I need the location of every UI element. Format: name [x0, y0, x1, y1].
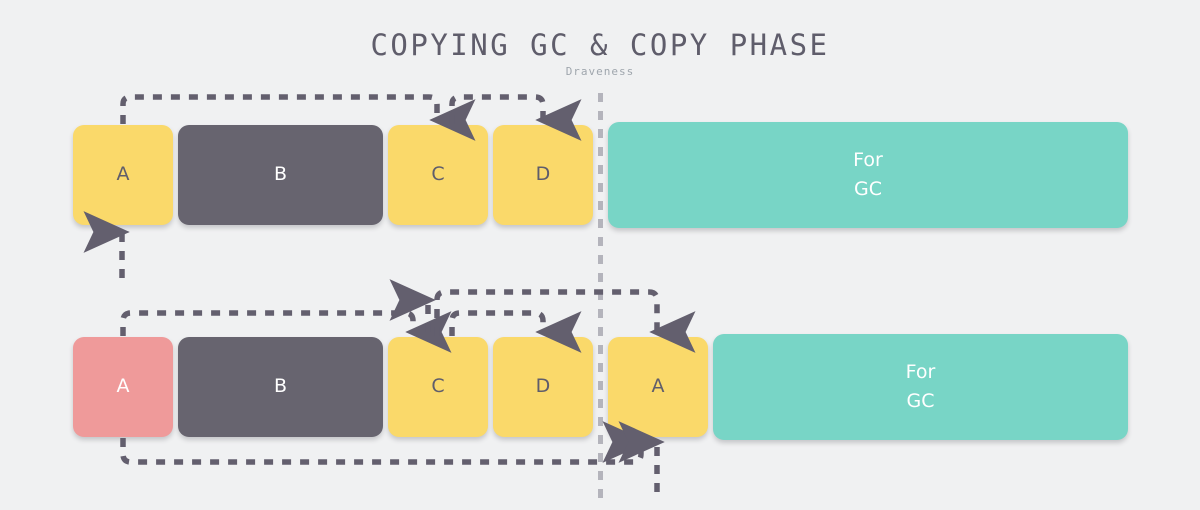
page-title: COPYING GC & COPY PHASE: [370, 28, 830, 62]
arrow-bottom-c-to-copied-a: [434, 289, 696, 353]
page-subtitle: Draveness: [565, 65, 635, 78]
arrow-bottom-old-a-to-copied-a: [120, 421, 649, 465]
memory-block-top-row-a-0: A: [73, 125, 173, 225]
memory-block-label: C: [431, 163, 445, 186]
memory-block-label: D: [535, 375, 551, 398]
heap-divider: [598, 93, 603, 503]
memory-block-label: B: [273, 375, 288, 398]
arrow-bottom-a-to-c: [120, 310, 452, 353]
memory-block-label: D: [535, 163, 551, 186]
memory-block-bottom-row-b-1: B: [178, 337, 383, 437]
memory-block-label: C: [431, 375, 445, 398]
memory-block-label: GC: [854, 178, 882, 200]
arrow-top-a-to-c: [120, 94, 476, 141]
memory-block-label: B: [273, 163, 288, 186]
memory-block-label: For: [905, 360, 936, 383]
memory-block-label: A: [651, 375, 665, 398]
memory-block-top-row-c-2: C: [388, 125, 488, 225]
memory-block-label: A: [116, 375, 130, 398]
memory-block-top-row-d-3: D: [493, 125, 593, 225]
memory-block-label: GC: [906, 390, 935, 412]
memory-block-bottom-row-a-0: A: [73, 337, 173, 437]
arrow-top-c-to-d: [449, 94, 582, 141]
memory-block-top-row-b-1: B: [178, 125, 383, 225]
memory-block-bottom-row-c-2: C: [388, 337, 488, 437]
memory-block-bottom-row-d-3: D: [493, 337, 593, 437]
memory-block-bottom-row-a-4: A: [608, 337, 708, 437]
arrow-bottom-c-to-d: [449, 310, 582, 353]
memory-block-label: A: [116, 163, 130, 186]
memory-block-label: For: [853, 148, 883, 171]
